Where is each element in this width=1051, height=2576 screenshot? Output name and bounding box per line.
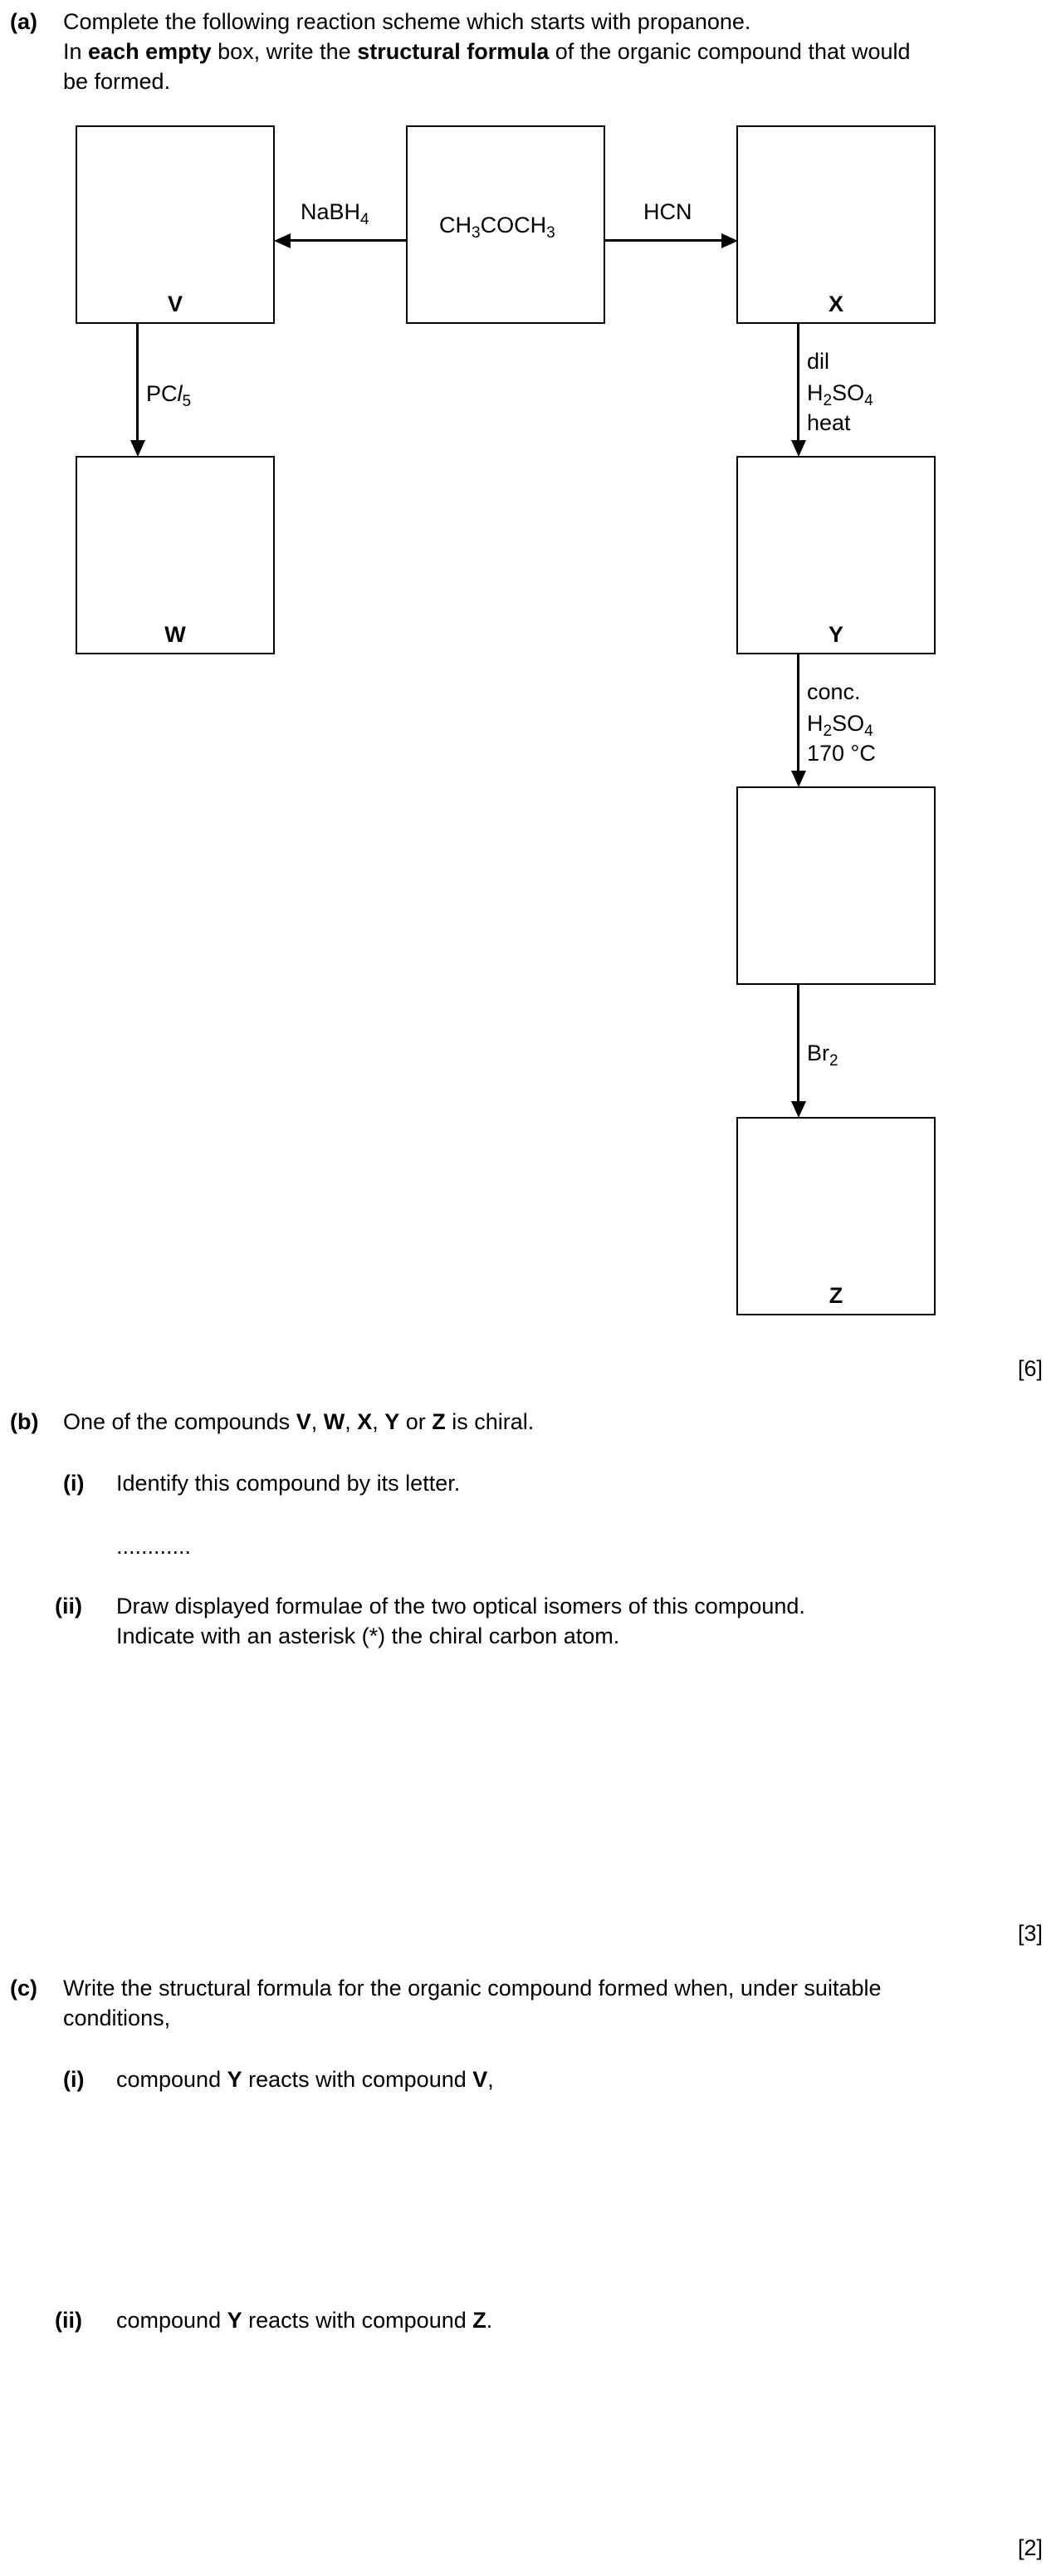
part-c-line2: conditions,	[63, 2005, 171, 2030]
part-c-label: (c)	[10, 1976, 37, 2001]
arrow-v-to-w-head	[130, 440, 145, 457]
arrow-to-x-head	[721, 233, 738, 248]
part-b-marks: [3]	[1017, 1921, 1043, 1946]
part-c-i-text: compound Y reacts with compound V,	[116, 2067, 494, 2092]
arrow-y-to-alkene-shaft	[797, 654, 799, 772]
arrow-v-to-w-shaft	[136, 324, 139, 442]
part-b-i-label: (i)	[63, 1471, 85, 1496]
arrow-to-x-shaft	[605, 239, 726, 242]
part-a-marks: [6]	[1017, 1356, 1043, 1381]
part-a-label: (a)	[10, 9, 37, 34]
arrow-x-to-y-shaft	[797, 324, 799, 442]
box-y[interactable]: Y	[736, 456, 936, 654]
reagent-dil-line3: heat	[807, 410, 851, 435]
part-b-i-answer-dots[interactable]: ............	[116, 1534, 192, 1559]
box-z[interactable]: Z	[736, 1117, 936, 1315]
arrow-to-v-head	[274, 233, 291, 248]
start-compound-formula: CH3COCH3	[439, 213, 555, 242]
box-w[interactable]: W	[76, 456, 275, 654]
part-b-i-text: Identify this compound by its letter.	[116, 1471, 461, 1496]
part-c-ii-label: (ii)	[55, 2308, 82, 2333]
arrow-to-v-shaft	[286, 239, 406, 242]
reagent-conc-line2: H2SO4	[807, 711, 873, 740]
box-x[interactable]: X	[736, 125, 936, 324]
part-c-line1: Write the structural formula for the org…	[63, 1976, 882, 2001]
arrow-alkene-to-z-head	[791, 1101, 806, 1118]
arrow-y-to-alkene-head	[791, 771, 806, 787]
part-a-line2: In each empty box, write the structural …	[63, 39, 911, 64]
box-x-label: X	[828, 291, 843, 316]
reagent-conc-line1: conc.	[807, 679, 861, 704]
box-w-label: W	[164, 622, 186, 647]
part-a-line3: be formed.	[63, 69, 171, 94]
part-b-ii-line2: Indicate with an asterisk (*) the chiral…	[116, 1623, 620, 1648]
box-start-compound: CH3COCH3	[406, 125, 605, 324]
part-b-question: One of the compounds V, W, X, Y or Z is …	[63, 1409, 535, 1434]
box-v[interactable]: V	[76, 125, 275, 324]
reagent-hcn: HCN	[643, 199, 692, 224]
part-c-ii-text: compound Y reacts with compound Z.	[116, 2308, 493, 2333]
reagent-dil-line1: dil	[807, 349, 830, 374]
reagent-nabh4: NaBH4	[301, 199, 369, 228]
part-a-line1: Complete the following reaction scheme w…	[63, 9, 751, 34]
box-z-label: Z	[829, 1283, 843, 1308]
box-v-label: V	[167, 291, 183, 316]
part-b-label: (b)	[10, 1409, 39, 1434]
reagent-pcl5: PCl5	[146, 381, 192, 410]
part-c-marks: [2]	[1017, 2535, 1043, 2560]
part-c-i-label: (i)	[63, 2067, 85, 2092]
box-y-label: Y	[828, 622, 843, 647]
reagent-conc-line3: 170 °C	[807, 741, 876, 766]
part-b-ii-label: (ii)	[55, 1594, 82, 1619]
arrow-alkene-to-z-shaft	[797, 985, 799, 1103]
reagent-dil-line2: H2SO4	[807, 380, 873, 409]
part-b-ii-line1: Draw displayed formulae of the two optic…	[116, 1594, 805, 1619]
box-alkene[interactable]	[736, 786, 936, 985]
arrow-x-to-y-head	[791, 440, 806, 457]
reagent-br2: Br2	[807, 1041, 838, 1070]
